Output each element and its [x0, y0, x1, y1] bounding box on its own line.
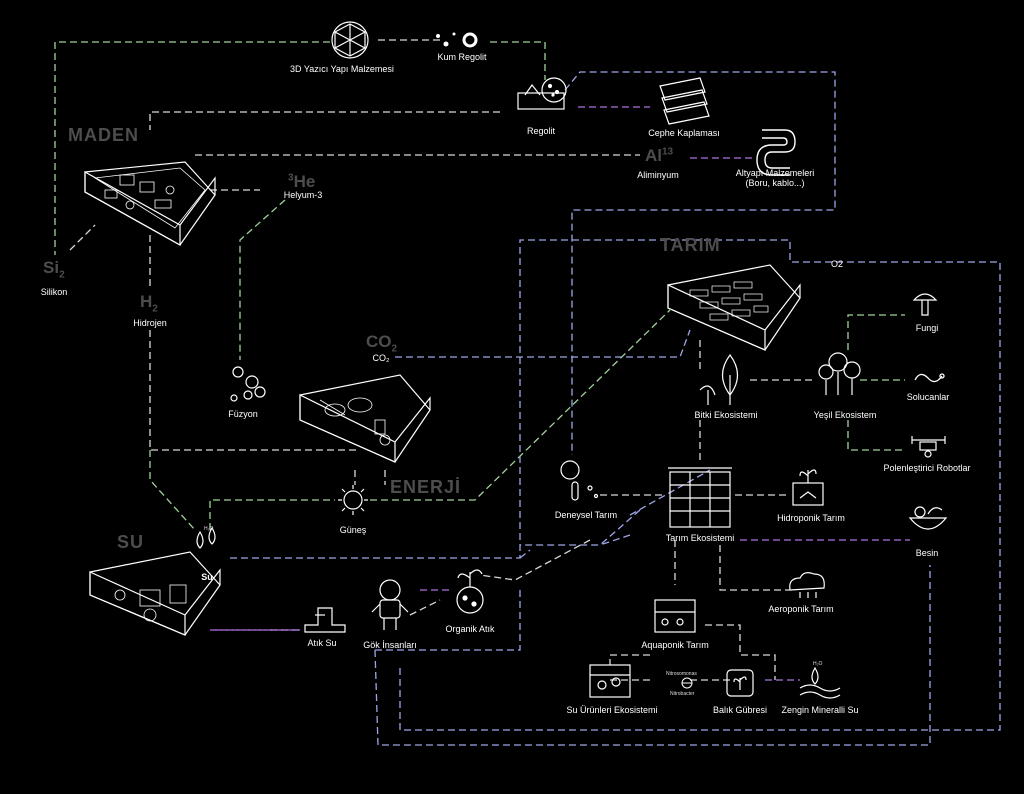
blue-links [230, 71, 1001, 746]
silikon-label: Silikon [40, 287, 68, 297]
yesil-ekosistem-label: Yeşil Ekosistem [813, 410, 877, 420]
tarim-module [667, 264, 801, 351]
aluminium-symbol: Al13 [645, 146, 674, 165]
atik-su-label: Atık Su [307, 638, 337, 648]
fertilizer-bag-icon [726, 669, 754, 697]
organik-atik-label: Organik Atık [445, 624, 495, 634]
helyum-label: Helyum-3 [283, 190, 323, 200]
su-urunleri-label: Su Ürünleri Ekosistemi [566, 705, 658, 715]
aquaponik-label: Aquaponik Tarım [641, 640, 709, 650]
sun-icon [338, 485, 368, 515]
hidrojen-symbol: H2 [140, 292, 158, 315]
enerji-module [299, 374, 431, 463]
h2o-zengin-label: H₂O [813, 661, 823, 667]
solucanlar-label: Solucanlar [906, 392, 950, 402]
section-su-title: SU [117, 532, 145, 552]
fungi-label: Fungi [915, 323, 939, 333]
besin-label: Besin [915, 548, 939, 558]
nitrobacter-label: Nitrobacter [670, 691, 695, 697]
aquaculture-icon [589, 664, 631, 698]
section-tarim-title: TARIM [660, 235, 721, 255]
hidrojen-label: Hidrojen [133, 318, 167, 328]
gunes-label: Güneş [339, 525, 367, 535]
aquaponic-icon [654, 599, 696, 633]
altyapi-sub-label: (Boru, kablo...) [745, 178, 805, 188]
drone-icon [911, 436, 946, 458]
worm-icon [914, 373, 945, 383]
waste-water-icon [304, 607, 346, 633]
maden-links [69, 39, 815, 681]
organic-waste-icon [456, 569, 484, 614]
h2o-icon-label: H₂O [204, 526, 214, 532]
maden-module [84, 161, 216, 247]
yazici-label: 3D Yazıcı Yapı Malzemesi [290, 64, 394, 74]
section-enerji-title: ENERJİ [390, 477, 462, 497]
fuzyon-label: Füzyon [228, 409, 258, 419]
lab-tube-icon [560, 460, 599, 501]
balik-gubresi-label: Balık Gübresi [712, 705, 768, 715]
aliminyum-label: Aliminyum [637, 170, 679, 180]
vertical-farm-icon [668, 467, 732, 528]
co2-symbol: CO2 [366, 332, 398, 355]
bitki-ekosistemi-label: Bitki Ekosistemi [694, 410, 758, 420]
kum-regolit-icon [436, 32, 478, 48]
su-module [89, 551, 221, 636]
tree-icon [818, 352, 861, 395]
mushroom-icon [912, 293, 938, 316]
astronaut-icon [371, 579, 409, 630]
silikon-symbol: Si2 [43, 258, 65, 281]
aeroponik-label: Aeroponik Tarım [768, 604, 834, 614]
co2-small-label: CO₂ [372, 353, 390, 363]
kum-regolit-label: Kum Regolit [437, 52, 487, 62]
hidroponik-label: Hidroponik Tarım [777, 513, 845, 523]
fusion-icon [230, 366, 266, 402]
altyapi-label: Altyapı Malzemeleri [735, 168, 815, 178]
cephe-label: Cephe Kaplaması [648, 128, 720, 138]
hydroponic-icon [792, 469, 824, 506]
water-drops-icon [196, 526, 216, 549]
regolit-label: Regolit [526, 126, 556, 136]
pipe-icon [756, 129, 796, 176]
nitrosomonas-label: Nitrosomonas [666, 671, 697, 677]
gok-insanlari-label: Gök İnsanları [363, 640, 417, 650]
o2-label: O2 [831, 259, 844, 269]
food-bowl-icon [908, 506, 948, 530]
mineral-water-icon [799, 666, 841, 699]
regolit-icon [517, 77, 567, 110]
bacteria-icon [681, 677, 693, 689]
section-maden-title: MADEN [68, 125, 139, 145]
plant-ecosystem-icon [699, 353, 739, 405]
tarim-ekosistemi-label: Tarım Ekosistemi [665, 533, 735, 543]
cloud-icon [789, 572, 825, 598]
helyum-symbol: 3He [288, 172, 316, 191]
polenlestirici-label: Polenleştirici Robotlar [883, 463, 971, 473]
zengin-mineralli-label: Zengin Mineralli Su [781, 705, 859, 715]
facade-panels-icon [659, 77, 710, 125]
su-label: Su [201, 572, 213, 582]
network-structure-icon [331, 21, 369, 59]
deneysel-tarim-label: Deneysel Tarım [554, 510, 618, 520]
